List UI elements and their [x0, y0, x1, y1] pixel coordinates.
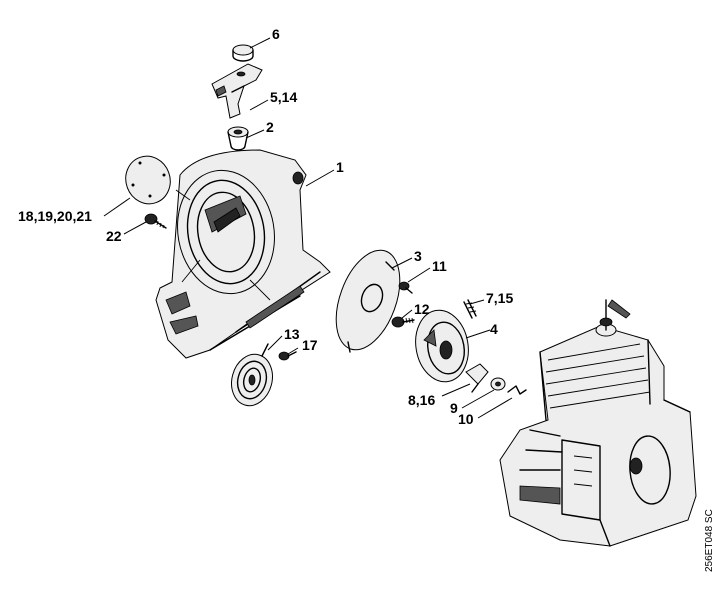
callout-8-16: 8,16 [408, 392, 436, 408]
callout-6: 6 [272, 26, 280, 42]
callout-5-14: 5,14 [270, 89, 298, 105]
engine-block [499, 299, 697, 547]
part-22-screw [144, 213, 167, 229]
leader-lines [103, 37, 513, 419]
part-17-screw [278, 351, 297, 361]
callout-1: 1 [336, 159, 344, 175]
part-12-screw [391, 316, 415, 328]
callout-7-15: 7,15 [486, 290, 514, 306]
part-2-bushing [227, 126, 249, 151]
part-10-spring-clip [507, 385, 527, 395]
part-11-screw [398, 281, 413, 294]
part-18-21-decal [125, 155, 171, 205]
callout-10: 10 [458, 411, 474, 427]
callout-18-19-20-21: 18,19,20,21 [18, 208, 92, 224]
callout-3: 3 [414, 248, 422, 264]
part-3-cover-plate [335, 249, 401, 353]
part-6-cap [232, 44, 254, 62]
part-9-washer [490, 377, 506, 391]
part-4-rope-rotor [415, 309, 469, 383]
callout-4: 4 [490, 321, 498, 337]
callout-17: 17 [302, 337, 318, 353]
part-13-rewind-spring [231, 343, 273, 407]
part-1-fan-housing [155, 149, 331, 359]
callout-12: 12 [414, 301, 430, 317]
callout-13: 13 [284, 326, 300, 342]
callout-22: 22 [106, 228, 122, 244]
callout-2: 2 [266, 119, 274, 135]
callout-11: 11 [432, 258, 447, 274]
part-7-15-rope [463, 299, 477, 319]
document-id: 256ET048 SC [704, 509, 715, 572]
part-5-14-starter-grip [211, 63, 263, 119]
callout-9: 9 [450, 400, 458, 416]
part-8-16-pawl [465, 363, 489, 393]
